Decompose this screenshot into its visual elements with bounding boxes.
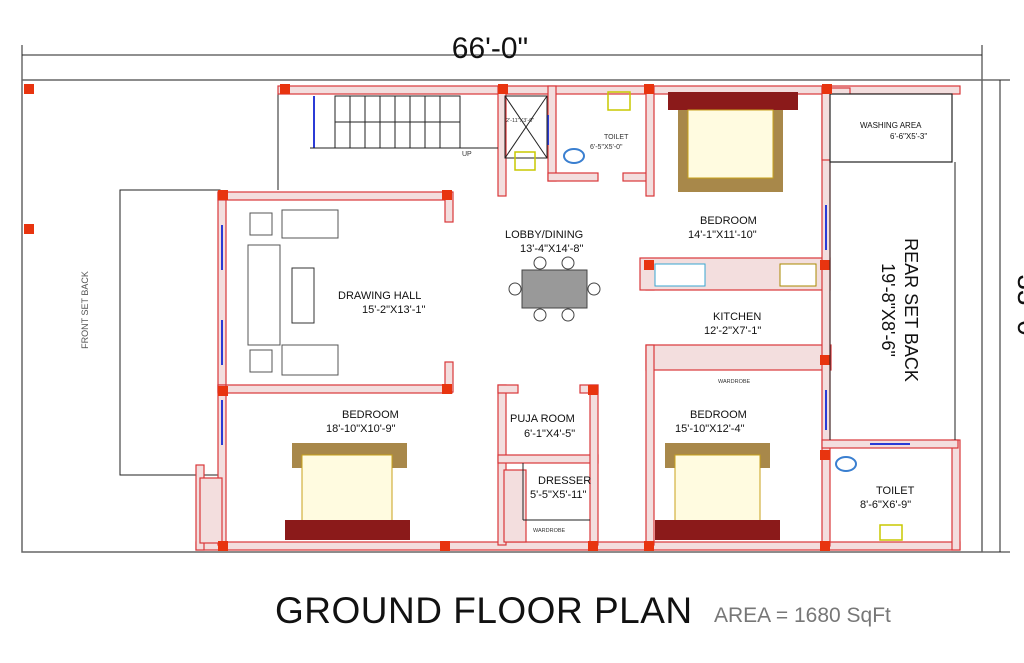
stove-icon xyxy=(779,263,817,287)
kitchen-size: 12'-2"X7'-1" xyxy=(704,325,761,337)
plan-title: GROUND FLOOR PLAN xyxy=(275,590,693,631)
sink-icon xyxy=(514,151,536,171)
front-setback-label: FRONT SET BACK xyxy=(80,271,90,349)
wardrobe-kitchen-label: WARDROBE xyxy=(718,379,751,385)
wardrobe-dresser-label: WARDROBE xyxy=(533,528,566,534)
puja-size: 6'-1"X4'-5" xyxy=(524,428,575,440)
shaft xyxy=(504,95,548,159)
toilet-right-name: TOILET xyxy=(876,485,915,497)
toilet-icon xyxy=(835,456,857,472)
sink-icon xyxy=(607,91,631,111)
toilet-top-size: 6'-5"X5'-0" xyxy=(590,144,623,151)
washing-name: WASHING AREA xyxy=(860,121,922,130)
columns xyxy=(24,84,832,551)
stair-up-label: UP xyxy=(462,151,472,158)
kitchen-sink-icon xyxy=(654,263,706,287)
depth-dimension: 33'-0" xyxy=(1012,274,1024,345)
kitchen-name: KITCHEN xyxy=(713,311,761,323)
plan-area: AREA = 1680 SqFt xyxy=(714,604,891,627)
toilet-top-name: TOILET xyxy=(604,134,629,141)
beds xyxy=(285,92,798,540)
bedroom-top-name: BEDROOM xyxy=(700,215,757,227)
dresser-size: 5'-5"X5'-11" xyxy=(530,489,587,501)
toilet-icon xyxy=(563,148,585,164)
dining-table xyxy=(508,256,601,322)
bedroom-top-size: 14'-1"X11'-10" xyxy=(688,229,757,241)
bedroom-right-name: BEDROOM xyxy=(690,409,747,421)
washing-size: 6'-6"X5'-3" xyxy=(890,132,927,141)
width-dimension: 66'-0" xyxy=(452,32,528,65)
lobby-size: 13'-4"X14'-8" xyxy=(520,243,583,255)
fixtures xyxy=(514,91,903,541)
bedroom-left-size: 18'-10"X10'-9" xyxy=(326,423,396,435)
shaft-size: 2'-11"X3'-0" xyxy=(506,118,534,124)
lobby-name: LOBBY/DINING xyxy=(505,229,583,241)
parking-area xyxy=(119,189,221,476)
bedroom-left-name: BEDROOM xyxy=(342,409,399,421)
dimension-lines xyxy=(21,45,1010,553)
toilet-right-size: 8'-6"X6'-9" xyxy=(860,499,911,511)
bedroom-right-size: 15'-10"X12'-4" xyxy=(675,423,745,435)
staircase xyxy=(310,95,498,149)
rear-setback-name: REAR SET BACK xyxy=(901,238,921,382)
puja-name: PUJA ROOM xyxy=(510,413,575,425)
windows xyxy=(221,96,910,445)
sink-icon xyxy=(879,524,903,541)
dresser-name: DRESSER xyxy=(538,475,591,487)
sofa-set xyxy=(247,209,339,376)
drawing-hall-size: 15'-2"X13'-1" xyxy=(362,304,425,316)
rear-setback-size: 19'-8"X8'-6" xyxy=(878,263,898,357)
plot-boundary xyxy=(21,79,983,553)
drawing-hall-name: DRAWING HALL xyxy=(338,290,421,302)
